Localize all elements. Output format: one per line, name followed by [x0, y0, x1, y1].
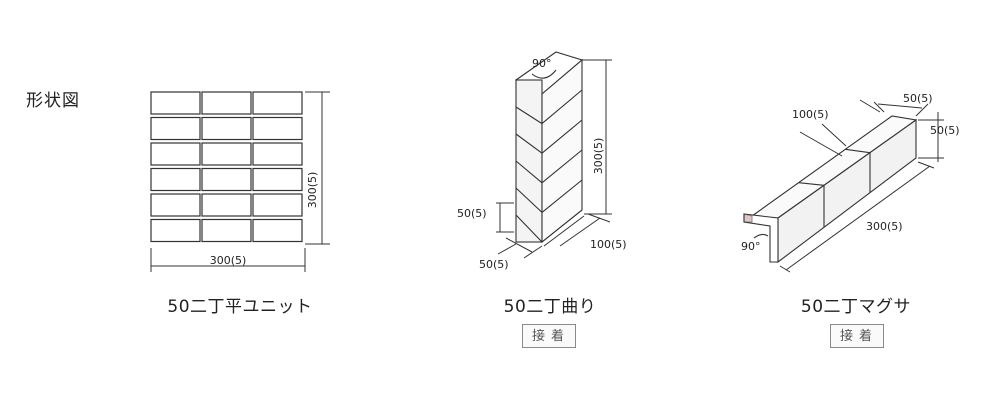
flat-unit-dimension-lines: [150, 91, 330, 272]
corner-joint-line: [515, 160, 543, 184]
tile: [252, 116, 303, 141]
corner-height-label: 300(5): [592, 138, 605, 175]
corner-bottom-label: 50(5): [479, 258, 509, 271]
flat-width-label: 300(5): [210, 254, 247, 267]
tile: [252, 218, 303, 243]
lintel-top-height-label: 50(5): [930, 124, 960, 137]
lintel-length-label: 300(5): [866, 220, 903, 233]
lintel-dimension-lines: [779, 99, 944, 273]
lintel-joint-line: [798, 182, 825, 186]
caption-lintel: 50二丁マグサ: [800, 297, 912, 317]
corner-angle-label: 90°: [532, 57, 552, 70]
section-title: 形状図: [26, 91, 80, 111]
badge-lintel-adhesive: 接着: [830, 324, 884, 348]
flat-unit-diagram: [150, 91, 303, 243]
lintel-face-label: 100(5): [792, 108, 829, 121]
tile: [201, 193, 252, 217]
tile: [252, 91, 303, 115]
lintel-diagram: [743, 115, 918, 264]
corner-depth-label: 100(5): [590, 238, 627, 251]
corner-dimension-lines: [496, 59, 612, 259]
tile: [252, 193, 303, 217]
corner-joint-line: [541, 89, 583, 125]
corner-joint-line: [541, 119, 583, 154]
corner-joint-line: [541, 149, 583, 184]
tile: [150, 167, 201, 192]
caption-corner: 50二丁曲り: [503, 297, 597, 317]
corner-unit-label: 50(5): [457, 207, 487, 220]
corner-joint-line: [515, 214, 543, 243]
tile: [150, 218, 201, 243]
tile: [201, 167, 252, 192]
tile: [201, 116, 252, 141]
tile: [201, 218, 252, 243]
badge-corner-adhesive: 接着: [522, 324, 576, 348]
tile: [150, 91, 201, 115]
caption-flat-unit: 50二丁平ユニット: [167, 297, 313, 317]
tile: [150, 116, 201, 141]
corner-joint-line: [541, 209, 583, 243]
corner-joint-line: [515, 106, 543, 125]
tile: [150, 142, 201, 166]
flat-height-label: 300(5): [306, 172, 319, 209]
lintel-top-width-label: 50(5): [903, 92, 933, 105]
tile: [201, 91, 252, 115]
corner-joint-line: [515, 187, 543, 213]
tile: [252, 142, 303, 166]
tile: [150, 193, 201, 217]
tile: [201, 142, 252, 166]
lintel-angle-label: 90°: [741, 240, 761, 253]
corner-piece-diagram: [514, 51, 584, 244]
corner-joint-line: [541, 179, 583, 213]
corner-joint-line: [515, 133, 543, 154]
lintel-joint-line: [845, 148, 871, 154]
tile: [252, 167, 303, 192]
